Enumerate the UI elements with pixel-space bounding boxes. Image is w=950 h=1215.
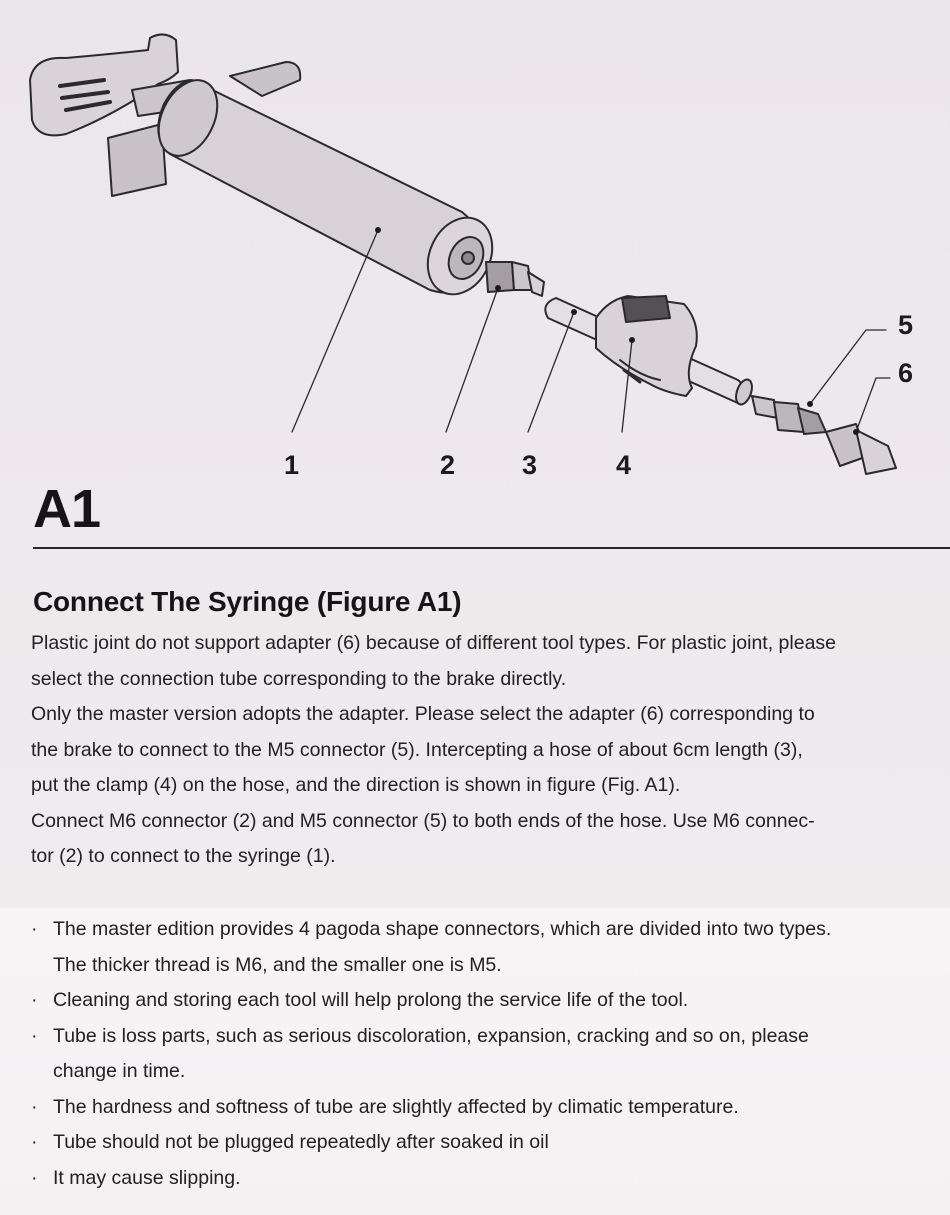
instruction-line: Connect M6 connector (2) and M5 connecto… xyxy=(31,809,815,832)
list-item: · The hardness and softness of tube are … xyxy=(31,1090,921,1126)
instruction-line: put the clamp (4) on the hose, and the d… xyxy=(31,774,681,796)
bullet-mark: · xyxy=(31,1131,38,1153)
list-item: · Tube is loss parts, such as serious di… xyxy=(31,1019,921,1090)
callout-5: 5 xyxy=(898,310,914,340)
section-divider xyxy=(33,547,950,549)
paper-fold-shade xyxy=(0,908,950,1215)
callout-2: 2 xyxy=(440,450,456,480)
hose-clamp xyxy=(595,295,698,397)
instruction-line: select the connection tube corresponding… xyxy=(31,667,567,690)
callout-1: 1 xyxy=(284,450,300,480)
bullet-mark: · xyxy=(31,1024,38,1047)
note-text: Cleaning and storing each tool will help… xyxy=(53,989,689,1011)
m5-connector xyxy=(751,395,827,435)
instruction-line: Plastic joint do not support adapter (6)… xyxy=(31,632,837,654)
callout-3: 3 xyxy=(522,450,538,480)
note-text: change in time. xyxy=(53,1060,186,1082)
notes-list: · The master edition provides 4 pagoda s… xyxy=(31,912,921,1196)
adapter xyxy=(825,423,897,475)
callout-6: 6 xyxy=(898,358,914,388)
instruction-line: Only the master version adopts the adapt… xyxy=(31,703,815,725)
syringe-flange xyxy=(107,61,302,197)
note-text: It may cause slipping. xyxy=(53,1166,241,1189)
m6-connector xyxy=(485,261,545,297)
list-item: · The master edition provides 4 pagoda s… xyxy=(31,912,921,983)
note-text: The master edition provides 4 pagoda sha… xyxy=(53,918,832,940)
exploded-diagram: 1 2 3 4 5 6 xyxy=(0,0,950,545)
instruction-line: the brake to connect to the M5 connector… xyxy=(31,738,803,761)
section-title: Connect The Syringe (Figure A1) xyxy=(33,586,462,617)
bullet-mark: · xyxy=(31,918,38,940)
bullet-mark: · xyxy=(31,1095,38,1118)
callout-4: 4 xyxy=(616,450,632,480)
instruction-line: tor (2) to connect to the syringe (1). xyxy=(31,845,336,867)
syringe-barrel xyxy=(157,79,494,296)
note-text: Tube should not be plugged repeatedly af… xyxy=(53,1131,549,1153)
note-text: Tube is loss parts, such as serious disc… xyxy=(53,1024,809,1047)
list-item: · It may cause slipping. xyxy=(31,1161,921,1197)
note-text: The hardness and softness of tube are sl… xyxy=(53,1095,739,1118)
list-item: · Cleaning and storing each tool will he… xyxy=(31,983,921,1019)
bullet-mark: · xyxy=(31,1166,38,1189)
syringe-kit-illustration xyxy=(29,33,897,475)
figure-id: A1 xyxy=(33,479,101,539)
instructions-body: Plastic joint do not support adapter (6)… xyxy=(31,626,921,875)
list-item: · Tube should not be plugged repeatedly … xyxy=(31,1125,921,1161)
leader-lines xyxy=(291,229,891,433)
bullet-mark: · xyxy=(31,989,38,1011)
note-text: The thicker thread is M6, and the smalle… xyxy=(53,953,502,976)
